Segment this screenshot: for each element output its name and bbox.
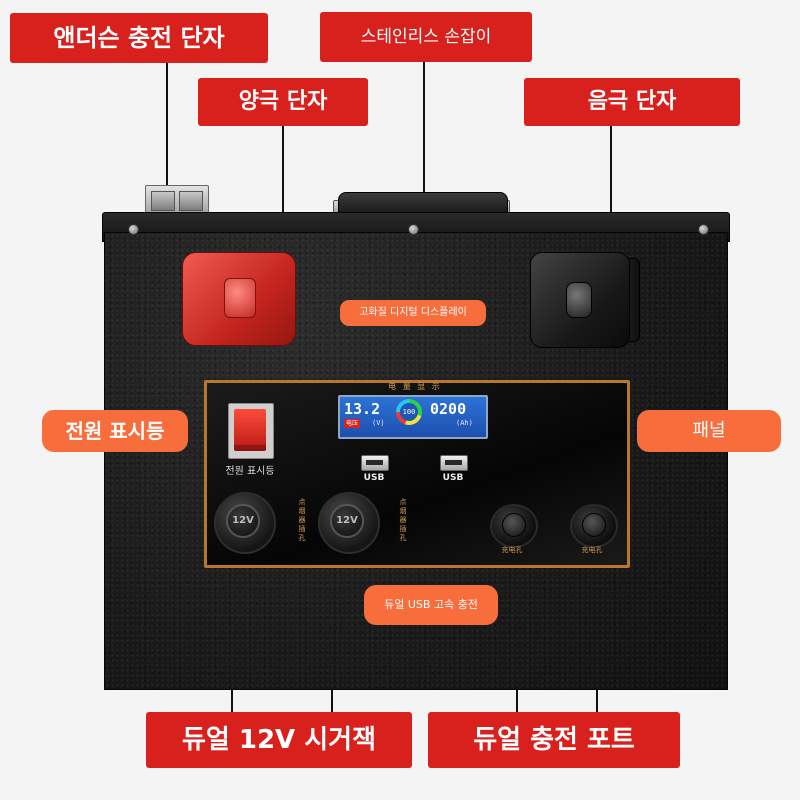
dc-port-label-left: 充电孔: [501, 546, 523, 554]
callout-display: 고화질 디지털 디스플레이: [340, 300, 486, 326]
display-tag: 电压: [344, 419, 361, 428]
dc-port-label-right: 充电孔: [581, 546, 603, 554]
positive-terminal-bolt: [224, 278, 256, 318]
line-negative: [610, 126, 612, 254]
callout-positive: 양극 단자: [198, 78, 368, 126]
display-capacity-unit: (Ah): [456, 419, 473, 427]
socket-12v-label-right: 12V: [330, 504, 364, 538]
socket-12v-label-left: 12V: [226, 504, 260, 538]
display-percent: 100: [400, 403, 418, 421]
usb-label-right: USB: [442, 473, 464, 483]
callout-negative: 음극 단자: [524, 78, 740, 126]
socket-side-text-right: 点烟器插孔: [399, 498, 407, 542]
screw-icon: [128, 224, 139, 235]
usb-label-left: USB: [363, 473, 385, 483]
panel-header: 电 量 显 示: [388, 382, 442, 391]
line-handle: [423, 62, 425, 194]
display-voltage-unit: (V): [372, 419, 385, 427]
usb-port-right: [440, 455, 468, 471]
control-panel: [204, 380, 630, 568]
power-switch-caption: 전원 표시등: [225, 466, 275, 477]
dc-port-cap-right: [582, 513, 606, 537]
line-anderson: [166, 48, 168, 188]
dc-port-cap-left: [502, 513, 526, 537]
callout-usb: 듀얼 USB 고속 충전: [364, 585, 498, 625]
anderson-connector: [145, 185, 209, 217]
line-positive: [282, 126, 284, 258]
negative-terminal-bolt: [566, 282, 592, 318]
screw-icon: [698, 224, 709, 235]
usb-port-left: [361, 455, 389, 471]
callout-power-indicator: 전원 표시등: [42, 410, 188, 452]
screw-icon: [408, 224, 419, 235]
display-voltage: 13.2: [344, 400, 381, 418]
callout-panel: 패널: [637, 410, 781, 452]
callout-anderson: 앤더슨 충전 단자: [10, 13, 268, 63]
power-switch: [234, 409, 266, 451]
display-capacity: 0200: [430, 400, 467, 418]
socket-side-text-left: 点烟器插孔: [298, 498, 306, 542]
callout-charge-ports: 듀얼 충전 포트: [428, 712, 680, 768]
callout-handle: 스테인리스 손잡이: [320, 12, 532, 62]
callout-12v-socket: 듀얼 12V 시거잭: [146, 712, 412, 768]
